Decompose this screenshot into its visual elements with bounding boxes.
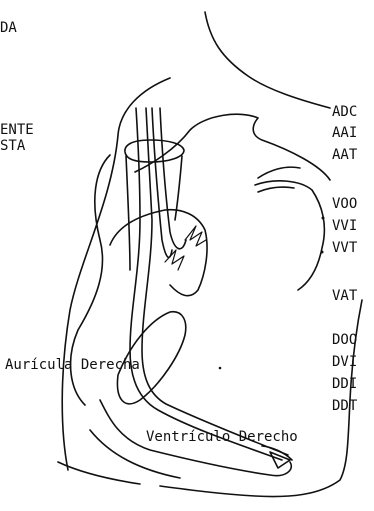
dot-1 [322,217,325,220]
mode-label: ADC [332,104,357,120]
ventricular-lead-1 [130,108,282,460]
mode-label: AAI [332,125,357,141]
mode-label: AAT [332,147,358,163]
heart-bottom-left [58,462,140,484]
mode-label: VVI [332,218,357,234]
mode-label: VVT [332,240,358,256]
label-auricula-derecha: Aurícula Derecha [5,357,140,373]
label-left-fragment-2: STA [0,138,26,154]
atrial-coil [185,226,206,246]
pacing-mode-list: ADC AAI AAT VOO VVI VVT VAT DOO DVI DDI … [332,104,358,414]
mode-label: VAT [332,288,358,304]
ventricular-lead-2 [142,108,288,455]
shoulder-curve [205,12,330,108]
vessel-line-1 [258,167,300,178]
dot-2 [321,251,324,254]
label-left-fragment-1: ENTE [0,122,34,138]
dot-3 [219,367,222,370]
atrial-lead-2 [160,108,186,249]
mode-label: DDT [332,398,358,414]
mode-label: DDI [332,376,357,392]
vena-cava-left [126,156,130,270]
mode-label: DVI [332,354,357,370]
label-top-left-fragment: DA [0,20,17,36]
atrial-coil-2 [165,250,184,270]
inner-chamber-top [110,210,207,296]
heart-right-contour [255,181,324,290]
vessel-line-2 [258,187,294,192]
great-vessels [258,167,300,192]
mode-label: DOO [332,332,357,348]
atrial-lead-1 [152,108,172,257]
label-ventriculo-derecho: Ventrículo Derecho [146,429,298,445]
mode-label: VOO [332,196,357,212]
